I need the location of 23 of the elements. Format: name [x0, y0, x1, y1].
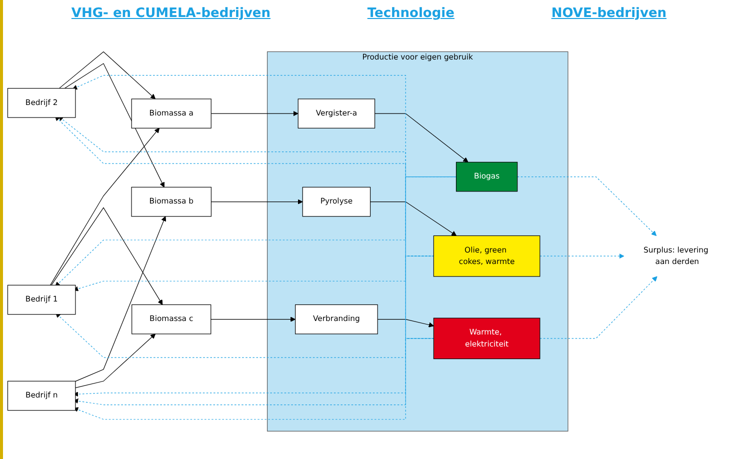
arrow — [540, 253, 624, 258]
arrow — [54, 115, 434, 338]
arrow — [540, 276, 658, 338]
arrow — [51, 206, 163, 304]
arrow — [517, 176, 657, 236]
arrow — [54, 176, 457, 286]
arrow — [55, 312, 434, 358]
arrow — [73, 338, 434, 420]
arrow — [210, 110, 298, 116]
column-heading: Technologie — [367, 6, 454, 21]
arrow — [210, 316, 296, 322]
arrow — [210, 198, 303, 204]
arrow — [58, 116, 434, 256]
arrow — [370, 201, 457, 236]
arrow — [58, 50, 156, 99]
arrow — [377, 318, 434, 327]
arrow — [50, 127, 160, 285]
arrow — [75, 333, 156, 388]
column-heading: VHG- en CUMELA-bedrijven — [71, 6, 271, 21]
arrow — [75, 216, 166, 382]
arrow — [64, 62, 164, 187]
arrow — [374, 112, 468, 162]
column-heading: NOVE-bedrijven — [551, 6, 667, 21]
